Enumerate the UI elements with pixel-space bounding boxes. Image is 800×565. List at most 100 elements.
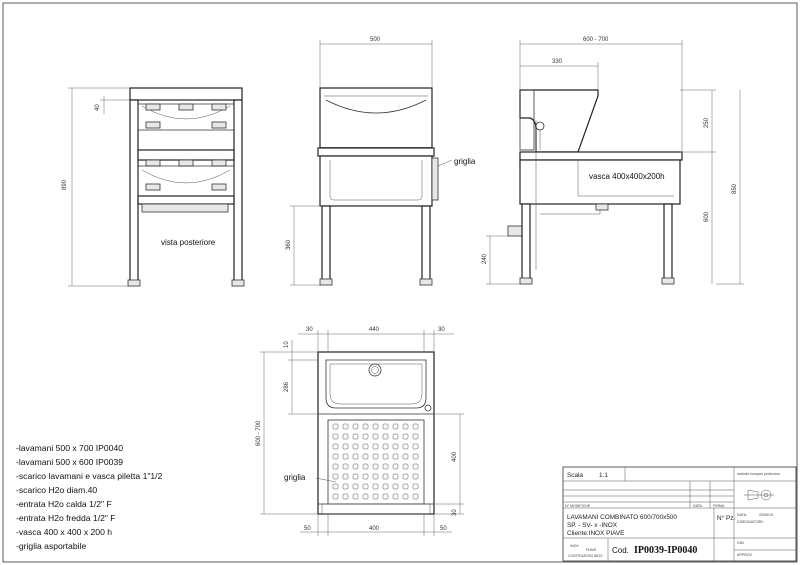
griglia-hole (352, 443, 359, 450)
side-dim-600: 600 (704, 211, 710, 222)
griglia-hole (382, 443, 389, 450)
plan-dim-30-right: 30 (438, 327, 445, 333)
griglia-hole (342, 443, 349, 450)
griglia-hole (362, 473, 369, 480)
plan-dim-30-left: 30 (306, 327, 313, 333)
griglia-hole (402, 463, 409, 470)
col-data: DATA (693, 504, 703, 508)
griglia-hole (352, 463, 359, 470)
griglia-hole (412, 483, 419, 490)
note-item: -entrata H2o calda 1/2" F (16, 499, 112, 509)
note-item: -lavamani 500 x 700 IP0040 (16, 443, 123, 453)
npz-label: N° Pz. (717, 514, 735, 522)
griglia-hole (332, 453, 339, 460)
side-vasca-label: vasca 400x400x200h (589, 172, 665, 181)
front-view: griglia 500 360 (286, 37, 476, 286)
plan-dim-50-right: 50 (440, 526, 447, 532)
griglia-hole (352, 453, 359, 460)
note-item: -griglia asportabile (16, 541, 86, 551)
griglia-hole (352, 493, 359, 500)
griglia-hole (372, 473, 379, 480)
rear-view: 890 40 vista posteriore (62, 87, 245, 287)
side-dim-total: 850 (732, 183, 738, 194)
plan-griglia-label: griglia (284, 473, 306, 482)
scala-value: 1:1 (599, 472, 608, 479)
rear-dim-top: 40 (95, 104, 101, 111)
griglia-hole (332, 493, 339, 500)
plan-dim-400-bottom: 400 (369, 526, 380, 532)
data-label: DATA: (737, 513, 747, 517)
code-label: Cod. (612, 546, 629, 555)
description-line-2: SP. - SV- x -INOX (567, 522, 618, 529)
griglia-hole (382, 463, 389, 470)
company-logo-text-1: INOX (570, 544, 579, 548)
note-item: -lavamani 500 x 600 IP0039 (16, 457, 123, 467)
code-value: IP0039-IP0040 (634, 545, 697, 556)
griglia-hole (412, 473, 419, 480)
griglia-hole (402, 443, 409, 450)
griglia-hole (392, 423, 399, 430)
griglia-holes (332, 423, 419, 500)
griglia-hole (362, 483, 369, 490)
front-dim-width: 500 (370, 37, 381, 43)
side-dim-240: 240 (482, 253, 488, 264)
note-item: -entrata H2o fredda 1/2" F (16, 513, 116, 523)
plan-dim-400-side: 400 (452, 451, 458, 462)
griglia-hole (392, 493, 399, 500)
griglia-hole (412, 443, 419, 450)
griglia-hole (412, 433, 419, 440)
griglia-hole (352, 423, 359, 430)
griglia-hole (402, 473, 409, 480)
griglia-hole (392, 453, 399, 460)
griglia-hole (352, 483, 359, 490)
col-modifiche: N° MODIFICHE (565, 504, 591, 508)
griglia-hole (372, 443, 379, 450)
note-item: -scarico lavamani e vasca piletta 1"1/2 (16, 471, 163, 481)
notes-list: -lavamani 500 x 700 IP0040 -lavamani 500… (16, 443, 163, 551)
approv-label: APPROV. (737, 553, 753, 557)
griglia-hole (352, 433, 359, 440)
griglia-hole (392, 433, 399, 440)
griglia-hole (382, 423, 389, 430)
griglia-hole (372, 423, 379, 430)
rear-view-label: vista posteriore (161, 238, 216, 247)
rear-right-post (233, 99, 243, 286)
griglia-hole (362, 493, 369, 500)
griglia-hole (412, 463, 419, 470)
rear-dim-total-height: 890 (62, 179, 68, 190)
plan-dim-286: 286 (284, 381, 290, 392)
griglia-hole (372, 453, 379, 460)
griglia-hole (412, 493, 419, 500)
griglia-hole (362, 433, 369, 440)
griglia-hole (342, 423, 349, 430)
rear-left-post (129, 99, 139, 286)
side-dim-width: 600 - 700 (583, 37, 609, 43)
scala-label: Scala (567, 472, 583, 479)
griglia-hole (382, 493, 389, 500)
plan-dim-50-left: 50 (304, 526, 311, 532)
griglia-hole (332, 423, 339, 430)
note-item: -scarico H2o diam.40 (16, 485, 97, 495)
note-item: -vasca 400 x 400 x 200 h (16, 527, 112, 537)
griglia-hole (342, 463, 349, 470)
griglia-hole (382, 433, 389, 440)
title-block: Scala 1:1 metodo europeo proiezioni N° M… (562, 466, 797, 562)
company-logo: INOX PIAVE COSTRUZIONI INOX (568, 544, 603, 558)
griglia-hole (392, 443, 399, 450)
griglia-hole (362, 423, 369, 430)
griglia-hole (382, 483, 389, 490)
plan-view: griglia 30 440 30 600 - 700 10 286 400 3… (256, 327, 464, 536)
griglia-hole (392, 463, 399, 470)
griglia-hole (392, 483, 399, 490)
description-line-1: LAVAMANI COMBINATO 600/700x500 (567, 514, 677, 521)
plan-dim-30-side: 30 (452, 509, 458, 516)
front-dim-leg: 360 (286, 239, 292, 250)
griglia-hole (412, 453, 419, 460)
griglia-hole (342, 483, 349, 490)
rear-top-plate (129, 87, 243, 101)
disegnatore-label: DISEGNATORE: (737, 520, 764, 524)
griglia-hole (372, 493, 379, 500)
